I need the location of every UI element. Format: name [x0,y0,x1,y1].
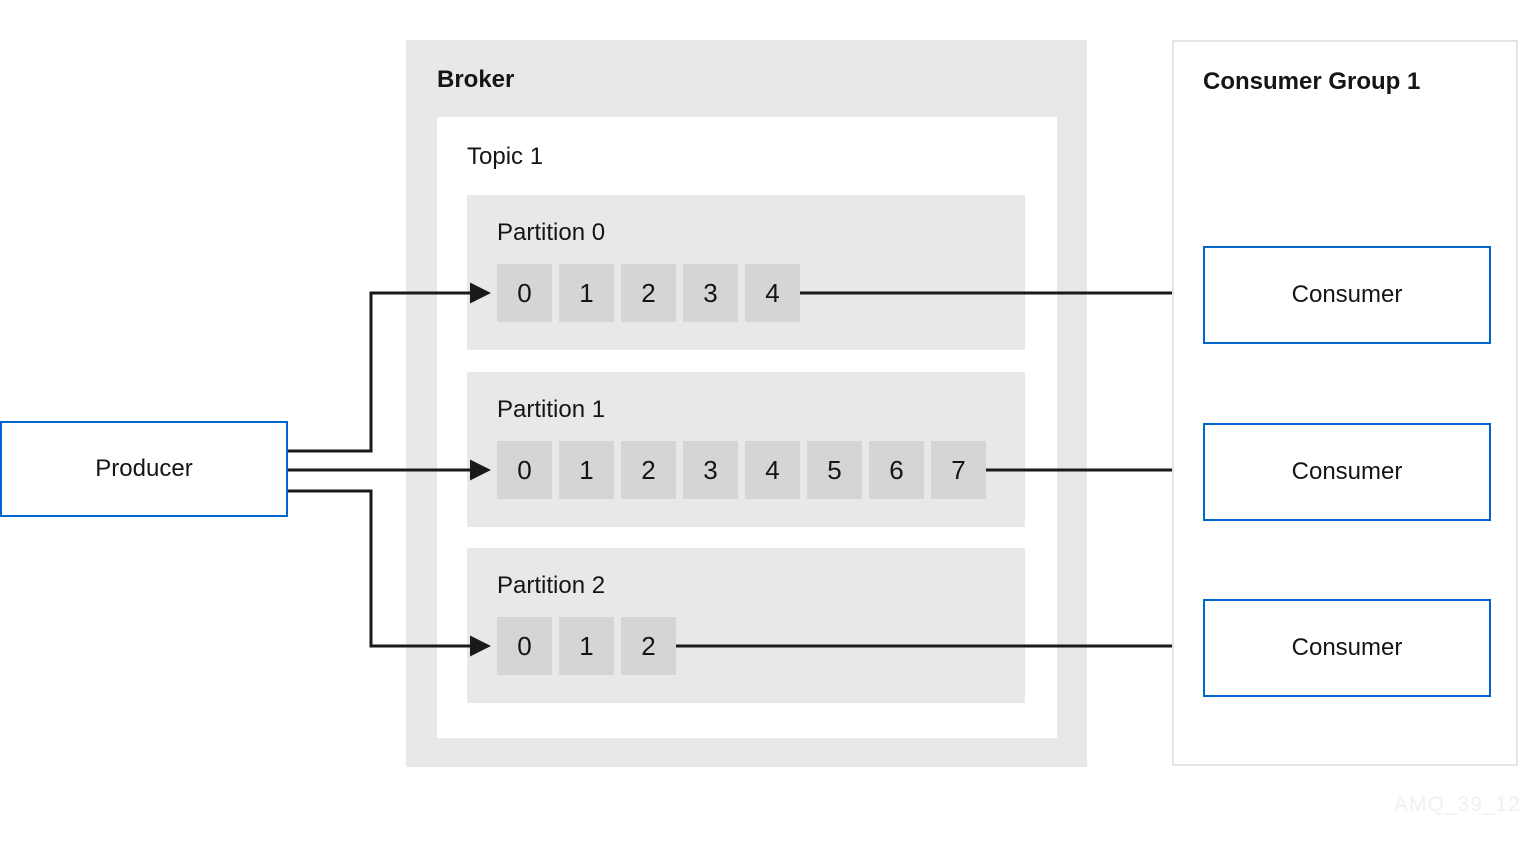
arrow-producer-to-partition-0 [288,282,491,453]
consumer-group-title: Consumer Group 1 [1203,68,1421,95]
consumer-box-3: Consumer [1203,599,1491,697]
offset-cell: 2 [621,441,676,499]
partition-0-label: Partition 0 [497,219,606,246]
offset-cell: 4 [745,264,800,322]
consumer-2-label: Consumer [1291,458,1403,485]
arrow-producer-to-partition-2 [288,489,491,657]
offset-cell: 0 [497,617,552,675]
offset-cell: 7 [931,441,986,499]
consumer-box-1: Consumer [1203,246,1491,344]
offset-cell: 1 [559,441,614,499]
consumer-box-2: Consumer [1203,423,1491,521]
broker-title: Broker [437,66,515,93]
producer-label: Producer [95,455,193,482]
offset-cell: 0 [497,441,552,499]
producer-box: Producer [0,421,288,517]
offset-cell: 5 [807,441,862,499]
offset-cell: 2 [621,264,676,322]
offset-cell: 0 [497,264,552,322]
offset-cell: 6 [869,441,924,499]
watermark-text: AMQ_39_1219 [1394,793,1520,816]
consumer-group-panel: Consumer Group 1 Consumer Consumer Consu… [1172,40,1518,766]
offset-cell: 2 [621,617,676,675]
offset-cell: 1 [559,617,614,675]
partition-1-label: Partition 1 [497,396,606,423]
offset-cell: 1 [559,264,614,322]
offset-cell: 3 [683,264,738,322]
offset-cell: 3 [683,441,738,499]
partition-2-label: Partition 2 [497,572,606,599]
topic-title: Topic 1 [467,143,544,170]
offset-cell: 4 [745,441,800,499]
consumer-1-label: Consumer [1291,281,1403,308]
consumer-3-label: Consumer [1291,634,1403,661]
